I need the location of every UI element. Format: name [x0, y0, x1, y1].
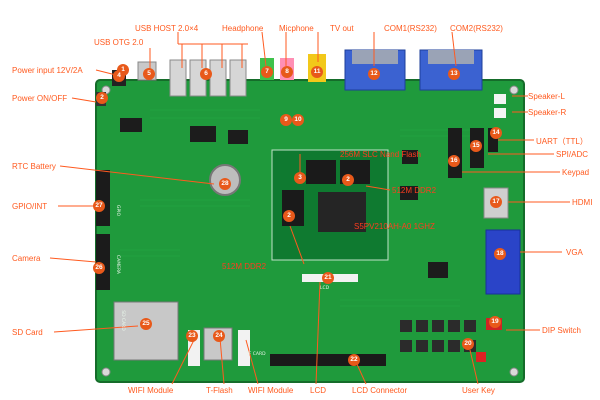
label-ddr2-left: 512M DDR2	[222, 262, 267, 271]
label-usb-otg: USB OTG 2.0	[94, 38, 144, 47]
badge-11: 11	[311, 66, 323, 78]
label-gpio-int: GPIO/INT	[12, 202, 48, 211]
badge-19: 19	[489, 316, 501, 328]
speaker-l-header	[494, 94, 506, 104]
wifi-module-right-slot	[238, 330, 250, 366]
label-lcd: LCD	[310, 386, 327, 395]
label-keypad: Keypad	[562, 168, 590, 177]
badge-26: 26	[93, 262, 105, 274]
badge-5: 5	[143, 68, 155, 80]
vga-port	[485, 229, 521, 295]
badge-12: 12	[368, 68, 380, 80]
nand-flash-chip	[306, 160, 336, 184]
badge-3: 3	[294, 172, 306, 184]
badge-21: 21	[322, 272, 334, 284]
leader-lines	[49, 31, 570, 385]
cpu-chip	[318, 192, 366, 232]
badge-4: 4	[113, 70, 125, 82]
misc-chips	[120, 118, 448, 278]
badge-16: 16	[448, 155, 460, 167]
label-camera: Camera	[12, 254, 41, 263]
badge-24: 24	[213, 330, 225, 342]
tflash-slot	[203, 327, 233, 361]
badge-2: 2	[96, 92, 108, 104]
badge-27: 27	[93, 200, 105, 212]
label-ddr2-right: 512M DDR2	[392, 186, 437, 195]
uart-header	[488, 128, 498, 152]
label-hdmi: HDMI	[572, 198, 593, 207]
label-lcd-connector: LCD Connector	[352, 386, 408, 395]
silk-gpio: GPIO	[115, 204, 121, 217]
label-tv-out: TV out	[330, 24, 354, 33]
label-headphone: Headphone	[222, 24, 264, 33]
badge-22: 22	[348, 354, 360, 366]
camera-header	[96, 234, 110, 290]
badge-8: 8	[281, 66, 293, 78]
silk-lcd: LCD	[320, 286, 330, 291]
silk-sd: SD CARD	[119, 310, 125, 331]
badge-23: 23	[186, 330, 198, 342]
label-power-input: Power input 12V/2A	[12, 66, 83, 75]
gpio-header	[96, 170, 110, 226]
badge-ddr2-left: 2	[283, 210, 295, 222]
sd-card-slot	[113, 301, 179, 361]
label-cpu: S5PV210AH-A0 1GHZ	[354, 222, 435, 231]
lcd-connector	[270, 354, 386, 366]
label-tflash: T-Flash	[206, 386, 233, 395]
badge-17: 17	[490, 196, 502, 208]
label-com2: COM2(RS232)	[450, 24, 503, 33]
label-rtc-battery: RTC Battery	[12, 162, 56, 171]
label-vga: VGA	[566, 248, 583, 257]
com1-shell	[352, 50, 398, 64]
badge-9: 9	[280, 114, 292, 126]
badge-20: 20	[462, 338, 474, 350]
mounting-holes	[101, 85, 519, 377]
badge-28: 28	[219, 178, 231, 190]
badge-10: 10	[292, 114, 304, 126]
badge-18: 18	[494, 248, 506, 260]
badge-13: 13	[448, 68, 460, 80]
label-spi-adc: SPI/ADC	[556, 150, 589, 159]
com2-shell	[428, 50, 474, 64]
spi-header	[448, 128, 462, 178]
label-nand-flash: 256M SLC Nand Flash	[340, 150, 421, 159]
speaker-r-header	[494, 108, 506, 118]
label-usb-host: USB HOST 2.0×4	[135, 24, 199, 33]
label-uart: UART（TTL）	[536, 137, 588, 146]
usb-host-ports	[169, 59, 247, 97]
badge-25: 25	[140, 318, 152, 330]
label-micphone: Micphone	[279, 24, 314, 33]
label-user-key: User Key	[462, 386, 495, 395]
badge-ddr2-top: 2	[342, 174, 354, 186]
silk-tf: TF CARD	[246, 352, 266, 357]
reset-key	[476, 352, 486, 362]
label-speaker-l: Speaker-L	[528, 92, 565, 101]
label-wifi-module-right: WIFI Module	[248, 386, 294, 395]
badge-6: 6	[200, 68, 212, 80]
label-wifi-module-left: WIFI Module	[128, 386, 174, 395]
label-dip-switch: DIP Switch	[542, 326, 581, 335]
label-com1: COM1(RS232)	[384, 24, 437, 33]
label-speaker-r: Speaker-R	[528, 108, 567, 117]
badge-7: 7	[261, 66, 273, 78]
badge-15: 15	[470, 140, 482, 152]
badge-14: 14	[490, 127, 502, 139]
silk-camera: CAMERA	[114, 255, 120, 274]
label-sd-card: SD Card	[12, 328, 43, 337]
label-power-onoff: Power ON/OFF	[12, 94, 68, 103]
